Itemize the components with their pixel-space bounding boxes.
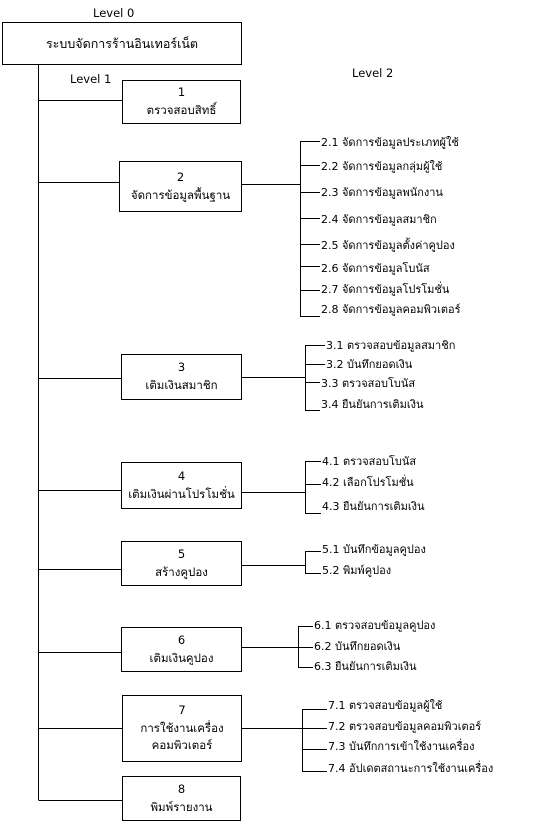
module-name: การใช้งานเครื่อง xyxy=(140,720,224,735)
subitem-4-1: 4.1 ตรวจสอบโบนัส xyxy=(322,455,417,468)
subitem-2-6: 2.6 จัดการข้อมูลโบนัส xyxy=(321,262,430,275)
level-0-label: Level 0 xyxy=(93,6,135,20)
module-box-2: 2 จัดการข้อมูลพื้นฐาน xyxy=(119,161,242,212)
module-number: 2 xyxy=(176,169,185,184)
subitem-6-2: 6.2 บันทึกยอดเงิน xyxy=(314,640,401,653)
subitem-2-3: 2.3 จัดการข้อมูลพนักงาน xyxy=(321,186,443,199)
module-number: 7 xyxy=(178,702,186,717)
subitem-2-2: 2.2 จัดการข้อมูลกลุ่มผู้ใช้ xyxy=(321,160,443,173)
module-name: เติมเงินคูปอง xyxy=(149,650,214,665)
subitem-2-7: 2.7 จัดการข้อมูลโปรโมชั่น xyxy=(321,283,450,296)
subitem-7-2: 7.2 ตรวจสอบข้อมูลคอมพิวเตอร์ xyxy=(328,720,482,733)
module-name: สร้างคูปอง xyxy=(155,564,208,579)
module-box-8: 8 พิมพ์รายงาน xyxy=(122,776,241,821)
subitem-4-2: 4.2 เลือกโปรโมชั่น xyxy=(322,476,414,489)
subitem-2-4: 2.4 จัดการข้อมูลสมาชิก xyxy=(321,213,437,226)
module-number: 1 xyxy=(177,85,186,100)
module-number: 8 xyxy=(177,781,186,796)
root-title: ระบบจัดการร้านอินเทอร์เน็ต xyxy=(45,35,199,51)
module-number: 6 xyxy=(177,632,186,647)
module-number: 3 xyxy=(177,360,186,375)
subitem-6-1: 6.1 ตรวจสอบข้อมูลคูปอง xyxy=(314,619,436,632)
module-name: จัดการข้อมูลพื้นฐาน xyxy=(130,187,231,202)
module-box-5: 5 สร้างคูปอง xyxy=(121,541,242,586)
subitem-2-8: 2.8 จัดการข้อมูลคอมพิวเตอร์ xyxy=(321,303,461,316)
subitem-3-2: 3.2 บันทึกยอดเงิน xyxy=(326,358,413,371)
root-box: ระบบจัดการร้านอินเทอร์เน็ต xyxy=(2,22,242,65)
subitem-6-3: 6.3 ยืนยันการเติมเงิน xyxy=(314,660,417,673)
level-2-label: Level 2 xyxy=(352,66,394,80)
subitem-5-2: 5.2 พิมพ์คูปอง xyxy=(322,564,392,577)
level-1-label: Level 1 xyxy=(70,72,112,86)
module-name: เติมเงินสมาชิก xyxy=(145,378,218,392)
subitem-3-1: 3.1 ตรวจสอบข้อมูลสมาชิก xyxy=(326,339,456,352)
module-name: พิมพ์รายงาน xyxy=(150,799,213,814)
module-name-line2: คอมพิวเตอร์ xyxy=(151,738,213,753)
subitem-4-3: 4.3 ยืนยันการเติมเงิน xyxy=(322,500,425,513)
module-box-6: 6 เติมเงินคูปอง xyxy=(121,627,242,672)
subitem-7-1: 7.1 ตรวจสอบข้อมูลผู้ใช้ xyxy=(328,699,443,712)
subitem-7-3: 7.3 บันทึกการเข้าใช้งานเครื่อง xyxy=(328,740,475,753)
subitem-5-1: 5.1 บันทึกข้อมูลคูปอง xyxy=(322,543,426,556)
module-box-3: 3 เติมเงินสมาชิก xyxy=(121,354,242,400)
module-number: 4 xyxy=(177,468,186,483)
module-box-1: 1 ตรวจสอบสิทธิ์ xyxy=(122,80,241,124)
module-name: ตรวจสอบสิทธิ์ xyxy=(146,103,217,117)
subitem-2-1: 2.1 จัดการข้อมูลประเภทผู้ใช้ xyxy=(321,136,459,149)
module-name: เติมเงินผ่านโปรโมชั่น xyxy=(128,486,235,501)
module-number: 5 xyxy=(177,546,186,561)
subitem-3-4: 3.4 ยืนยันการเติมเงิน xyxy=(321,398,424,411)
subitem-2-5: 2.5 จัดการข้อมูลตั้งค่าคูปอง xyxy=(321,239,455,252)
subitem-7-4: 7.4 อัปเดตสถานะการใช้งานเครื่อง xyxy=(328,762,494,775)
module-box-7: 7 การใช้งานเครื่อง คอมพิวเตอร์ xyxy=(122,695,242,762)
subitem-3-3: 3.3 ตรวจสอบโบนัส xyxy=(321,377,416,390)
module-box-4: 4 เติมเงินผ่านโปรโมชั่น xyxy=(121,462,242,509)
